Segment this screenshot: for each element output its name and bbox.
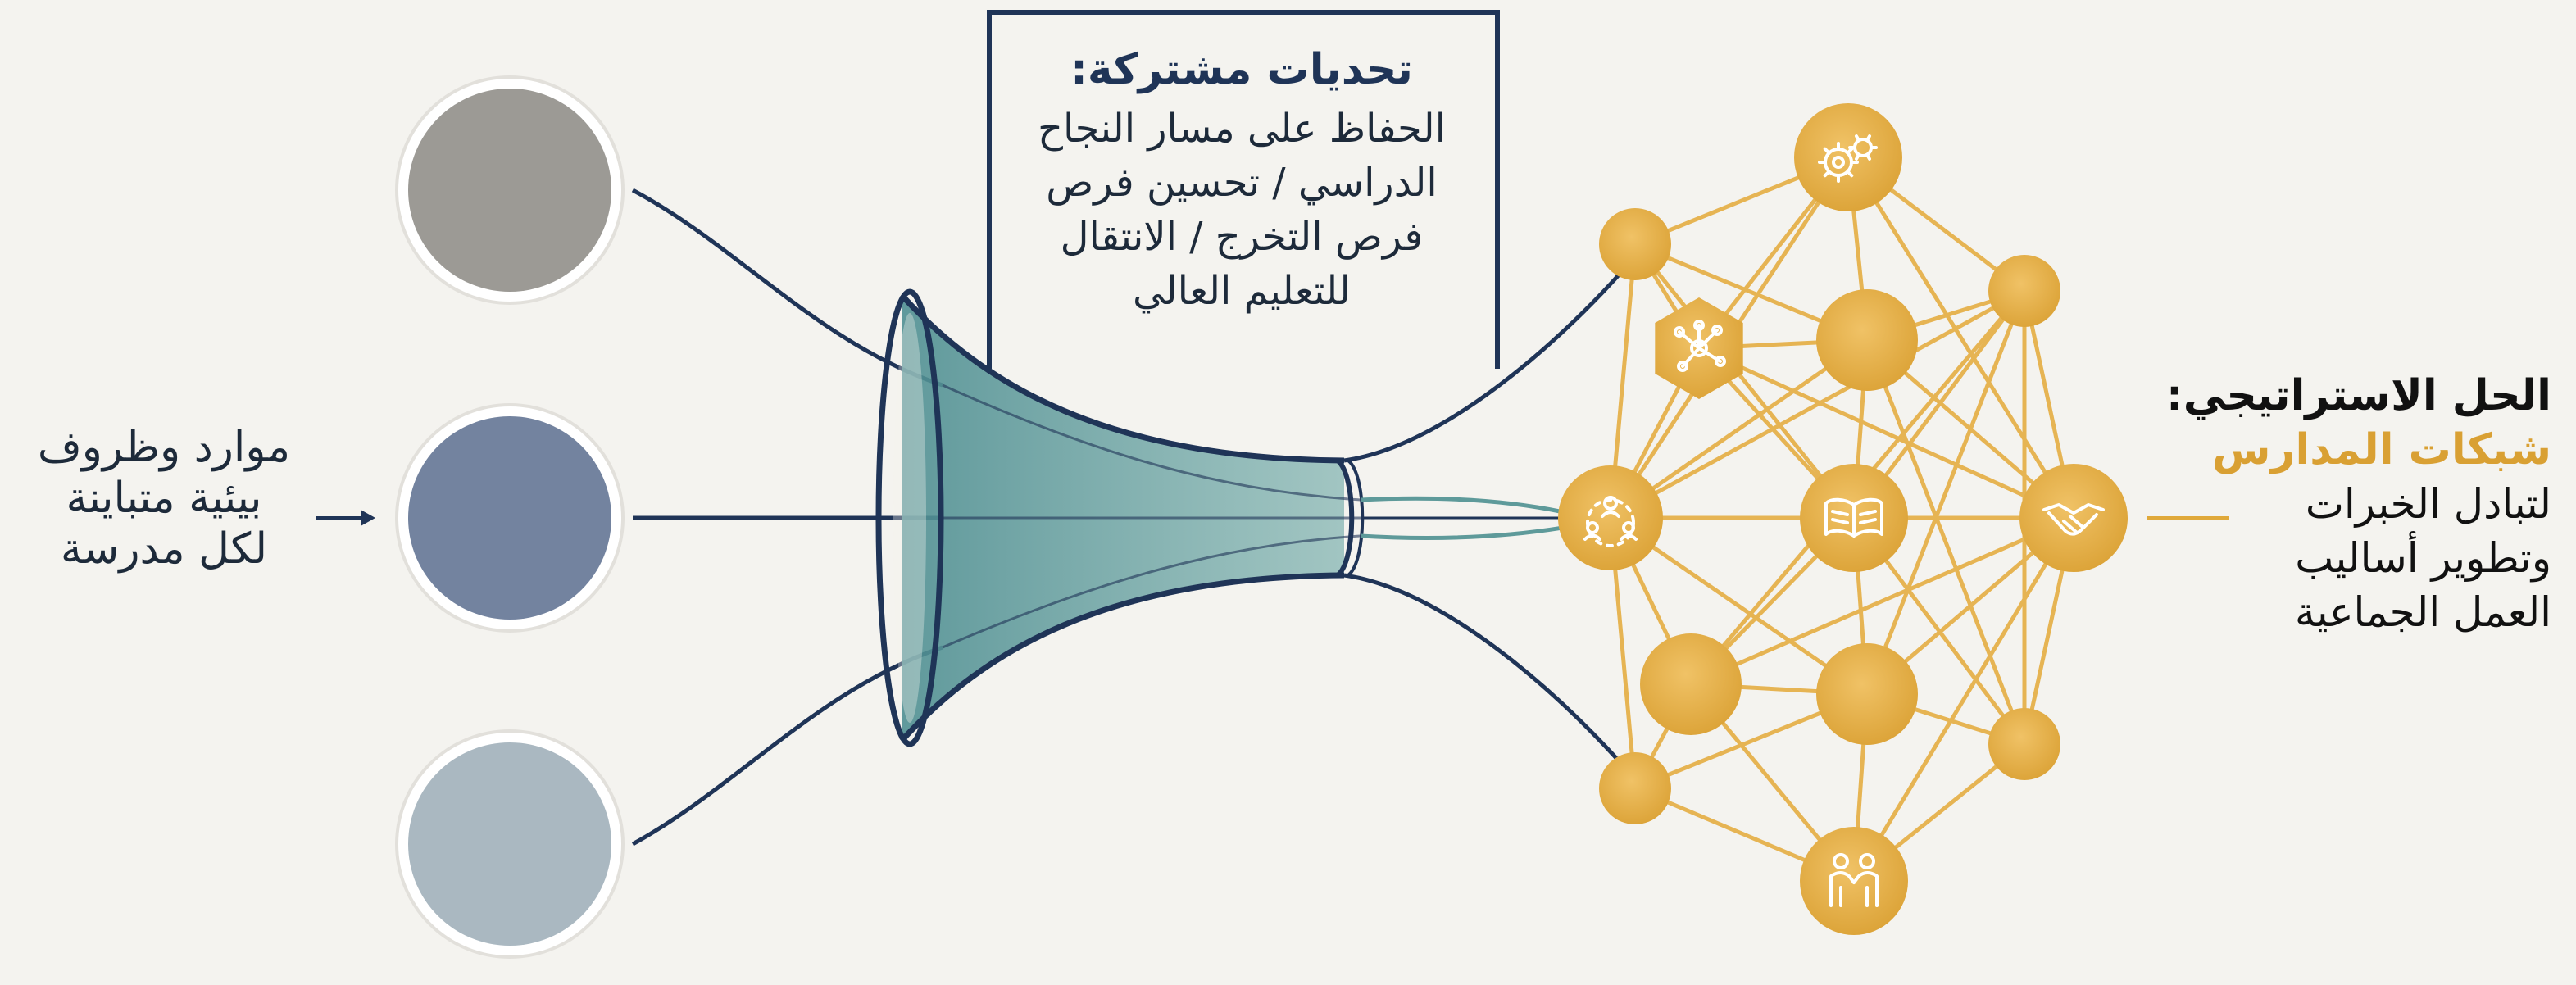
funnel: [875, 288, 1365, 747]
output-lines: [1343, 269, 1624, 767]
network-node-n-tr: [1988, 255, 2060, 327]
gears-icon: [1818, 134, 1878, 183]
network-edge: [1851, 516, 2076, 883]
solution-highlight: شبكات المدارس: [2211, 425, 2551, 474]
network-node-book: [1800, 464, 1908, 572]
handshake-icon: [2042, 503, 2105, 536]
challenge-line-4: للتعليم العالي: [1132, 268, 1352, 314]
network-node-n-mc: [1816, 643, 1918, 745]
challenge-text: تحديات مشتركة: الحفاظ على مسار النجاح ال…: [996, 41, 1488, 318]
arrow-right-icon: [316, 510, 375, 526]
people-network-icon: [1583, 496, 1638, 547]
network-edge: [1633, 243, 1856, 520]
network-node-hex: [1655, 297, 1743, 399]
network-node-handshake: [2019, 464, 2128, 572]
network-node-n-bl: [1599, 752, 1671, 824]
left-label-line-3: لكل مدرسة: [60, 524, 268, 574]
solution-line-1: لتبادل الخبرات: [2305, 480, 2551, 528]
network-node-n-br: [1988, 708, 2060, 780]
network-edge: [1609, 288, 2026, 520]
network-node-n-tl: [1599, 208, 1671, 280]
school-circles: [395, 75, 625, 959]
network-node-shape: [1794, 103, 1902, 211]
network-nodes: [1558, 103, 2128, 935]
network-hexagon-icon: [1674, 320, 1726, 372]
open-book-icon: [1824, 497, 1883, 538]
network-edge: [1846, 156, 2076, 520]
left-label-line-1: موارد وظروف: [37, 423, 291, 472]
network-node-shape: [1816, 643, 1918, 745]
solution-text: الحل الاستراتيجي: شبكات المدارس لتبادل ا…: [2166, 369, 2551, 639]
network-node-shape: [1558, 465, 1663, 570]
network-node-shape: [1988, 255, 2060, 327]
network-edge: [1690, 515, 2074, 687]
challenge-line-2: الدراسي / تحسين فرص: [1046, 160, 1438, 206]
network-node-shape: [1988, 708, 2060, 780]
network-edge: [1865, 290, 2027, 695]
network-edge: [1697, 346, 2075, 520]
network-node-shape: [1599, 752, 1671, 824]
left-label-line-2: بيئية متباينة: [66, 474, 262, 523]
network-node-shape: [1816, 289, 1918, 391]
network-node-gear: [1794, 103, 1902, 211]
network-node-team: [1800, 827, 1908, 935]
school-circle-middle: [408, 416, 611, 620]
teamwork-icon: [1829, 853, 1879, 907]
challenge-line-3: فرص التخرج / الانتقال: [1060, 214, 1424, 260]
school-resources-label: موارد وظروف بيئية متباينة لكل مدرسة: [16, 422, 311, 574]
network-node-shape: [1599, 208, 1671, 280]
school-circle-top: [408, 89, 611, 292]
challenge-title: تحديات مشتركة:: [1070, 45, 1413, 94]
network-node-n-c-top: [1816, 289, 1918, 391]
network-node-n-ml: [1640, 633, 1742, 735]
input-lines: [631, 188, 943, 847]
challenge-line-1: الحفاظ على مسار النجاح: [1038, 106, 1446, 152]
network-node-shape: [1640, 633, 1742, 735]
solution-line-3: العمل الجماعية: [2294, 588, 2551, 636]
solution-line-2: وتطوير أساليب: [2295, 534, 2551, 582]
network-node-people: [1558, 465, 1663, 570]
challenge-box: [987, 10, 1500, 369]
network-edge: [1865, 339, 2027, 745]
solution-title: الحل الاستراتيجي:: [2165, 371, 2551, 420]
school-circle-bottom: [408, 742, 611, 946]
